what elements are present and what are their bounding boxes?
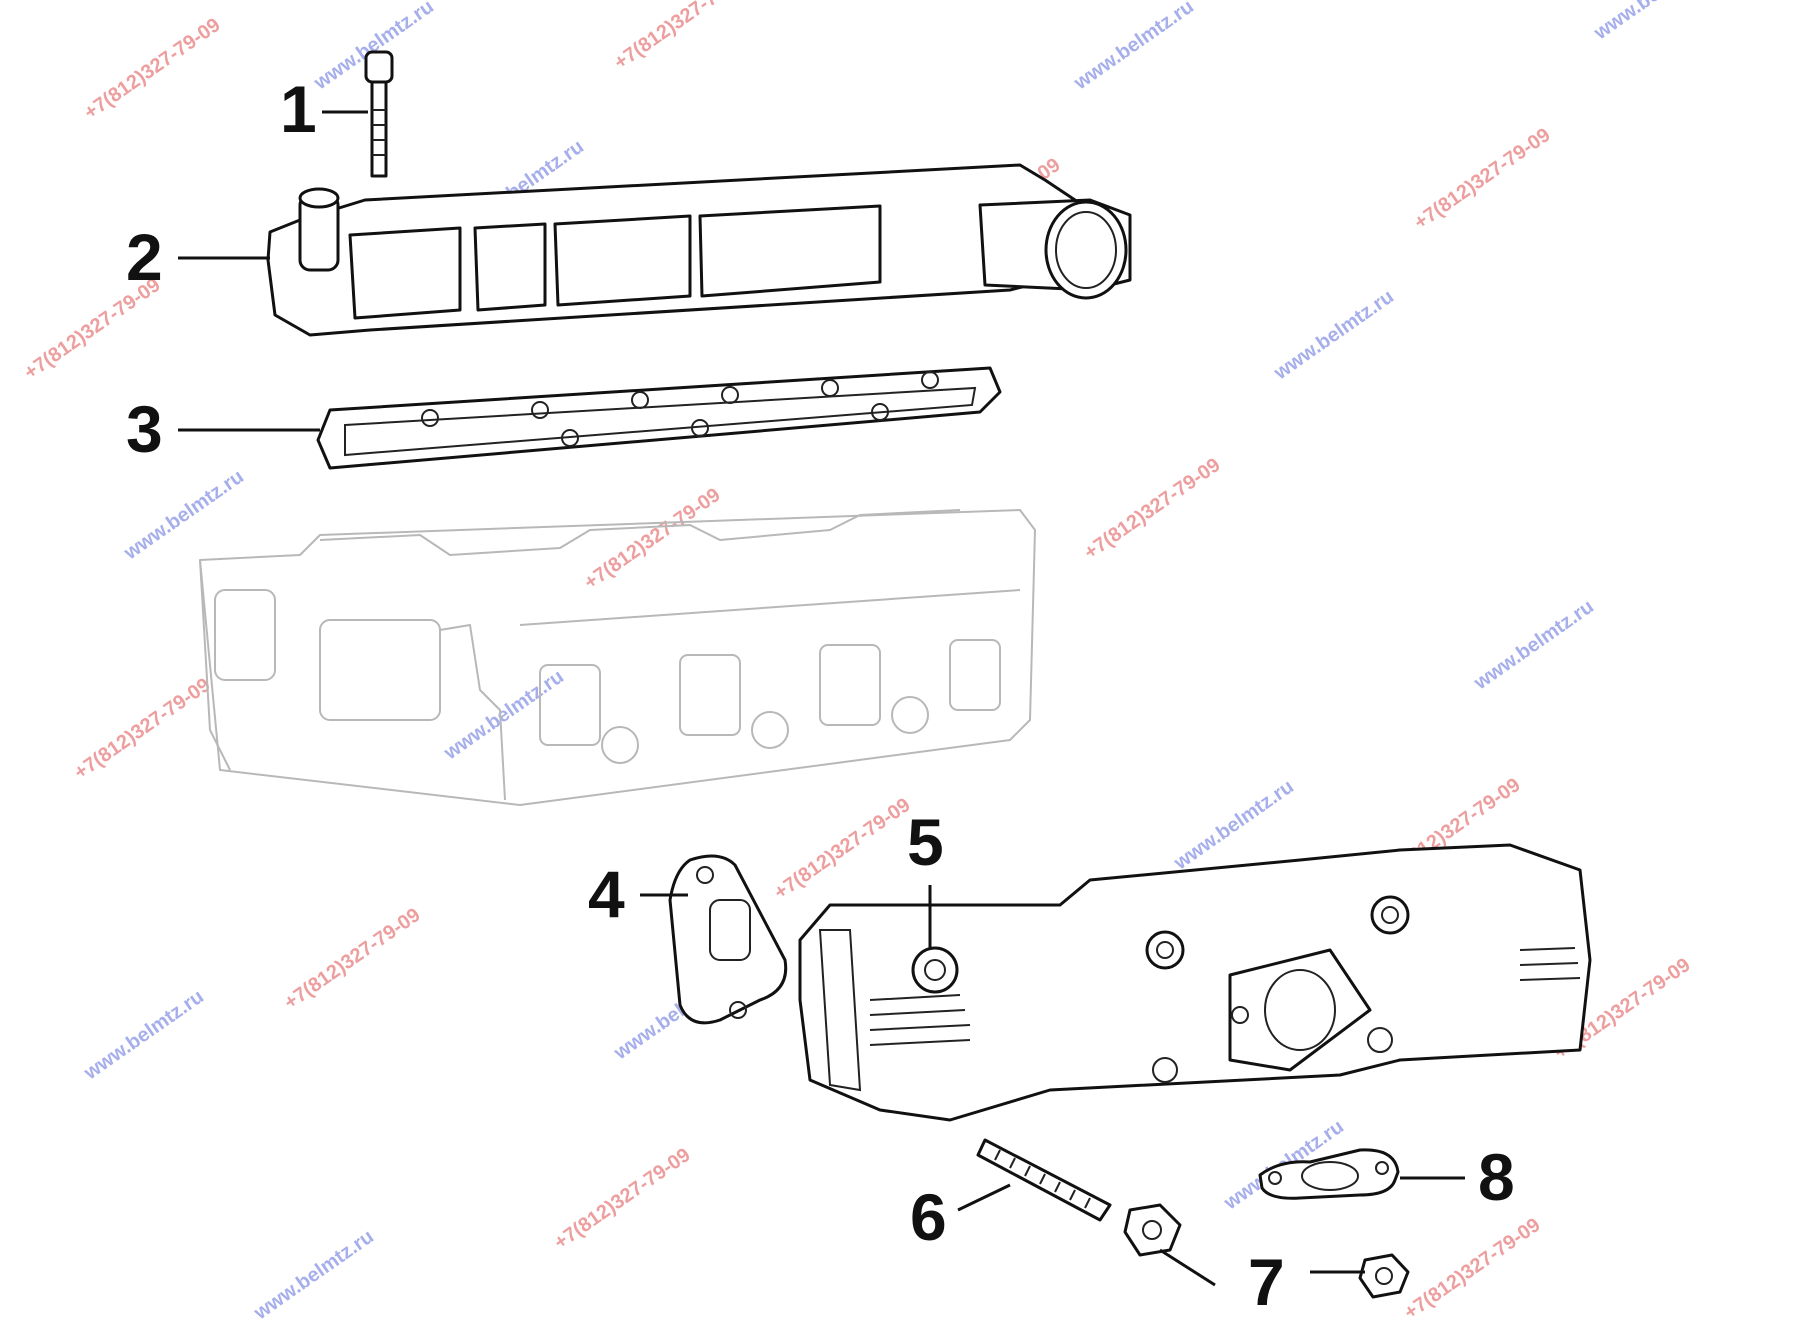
watermark-phone: +7(812)327-79-09 (1080, 454, 1224, 564)
exhaust-port-gasket-part (668, 854, 788, 1025)
leader-lines (178, 110, 1465, 1287)
callout-1: 1 (280, 72, 317, 146)
watermark-phone: +7(812)327-79-09 (80, 14, 224, 124)
callout-7: 7 (1248, 1245, 1285, 1319)
callout-6: 6 (910, 1180, 947, 1254)
stud-part (976, 1138, 1112, 1222)
watermark-phone: +7(812)327-79-09 (280, 904, 424, 1014)
callout-labels: 1 2 3 4 5 6 7 8 (126, 72, 1515, 1319)
watermark-phone: +7(812)327-79-09 (1410, 124, 1554, 234)
intake-manifold-part (266, 163, 1132, 337)
watermark-site: www.belmtz.ru (1589, 0, 1717, 45)
callout-3: 3 (126, 392, 163, 466)
callout-5: 5 (907, 805, 944, 879)
watermark-site: www.belmtz.ru (1069, 0, 1197, 95)
bolt-part (364, 50, 394, 178)
cylinder-head-context (199, 509, 1036, 806)
watermark-site: www.belmtz.ru (119, 466, 247, 565)
watermark-site: www.belmtz.ru (1269, 286, 1397, 385)
watermark-phone: +7(812)327-79-09 (1400, 1214, 1544, 1324)
intake-gasket-part (316, 366, 1002, 470)
exhaust-manifold-part (798, 843, 1592, 1122)
nut-part (1123, 1203, 1410, 1299)
watermark-phone: +7(812)327-79-09 (70, 674, 214, 784)
watermark-phone: +7(812)327-79-09 (770, 794, 914, 904)
watermark-site: www.belmtz.ru (439, 666, 567, 765)
watermark-phone: +7(812)327-79-09 (610, 0, 754, 74)
callout-2: 2 (126, 220, 163, 294)
watermark-site: www.belmtz.ru (1169, 776, 1297, 875)
callout-8: 8 (1478, 1140, 1515, 1214)
watermark-phone: +7(812)327-79-09 (550, 1144, 694, 1254)
watermark-site: www.belmtz.ru (79, 986, 207, 1085)
watermark-site: www.belmtz.ru (1469, 596, 1597, 695)
watermark-phone: +7(812)327-79-09 (580, 484, 724, 594)
callout-4: 4 (588, 857, 625, 931)
watermark-site: www.belmtz.ru (249, 1226, 377, 1325)
outlet-gasket-part (1258, 1148, 1400, 1200)
